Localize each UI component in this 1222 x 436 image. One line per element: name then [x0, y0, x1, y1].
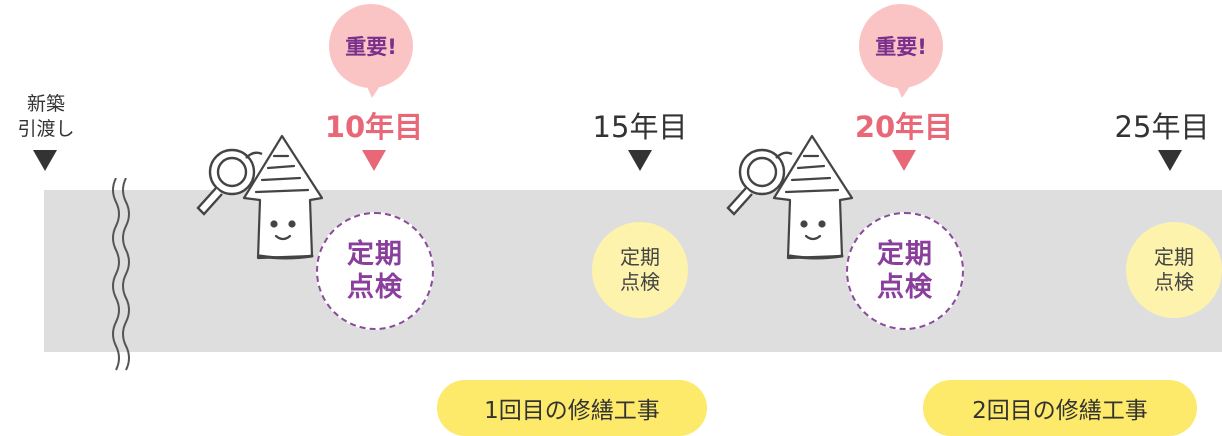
bubble-tail-icon [364, 80, 384, 98]
inspection-label-line1: 定期 [877, 239, 933, 270]
inspection-label-line2: 点検 [347, 272, 403, 303]
milestone-marker-icon [892, 150, 916, 171]
inspection-circle-minor: 定期 点検 [592, 222, 688, 318]
important-badge-bubble [329, 4, 413, 88]
inspection-circle-minor: 定期 点検 [1126, 222, 1222, 318]
milestone-year: 20年目 [854, 110, 954, 144]
house-inspector-illustration [196, 134, 324, 260]
inspection-label-line1: 定期 [1154, 245, 1194, 269]
inspection-circle-major: 定期 点検 [316, 212, 434, 330]
inspection-label-line2: 点検 [620, 270, 660, 294]
repair-pill: 2回目の修繕工事 [923, 380, 1197, 436]
start-label-line2: 引渡し [17, 118, 75, 140]
inspection-label-line1: 定期 [347, 239, 403, 270]
inspection-label-line2: 点検 [877, 272, 933, 303]
milestone-marker-icon [362, 150, 386, 171]
inspection-label-line1: 定期 [620, 245, 660, 269]
milestone-year: 10年目 [324, 110, 424, 144]
bubble-tail-icon [894, 80, 914, 98]
milestone-year: 15年目 [592, 110, 688, 144]
magnifier-icon [726, 148, 793, 216]
milestone-marker-icon [628, 150, 652, 171]
house-inspector-illustration [726, 134, 854, 260]
inspection-circle-major: 定期 点検 [846, 212, 964, 330]
inspection-label-line2: 点検 [1154, 270, 1194, 294]
important-badge-bubble [859, 4, 943, 88]
important-badge-text: 重要! [345, 35, 397, 59]
milestone-marker-icon [1158, 150, 1182, 171]
wavy-break-icon [112, 178, 130, 371]
start-label-line1: 新築 [26, 93, 65, 115]
repair-pill: 1回目の修繕工事 [437, 380, 707, 436]
start-marker-icon [33, 150, 57, 171]
magnifier-icon [196, 148, 263, 216]
milestone-year: 25年目 [1114, 110, 1210, 144]
start-label: 新築 引渡し [10, 92, 82, 142]
important-badge-text: 重要! [875, 35, 927, 59]
